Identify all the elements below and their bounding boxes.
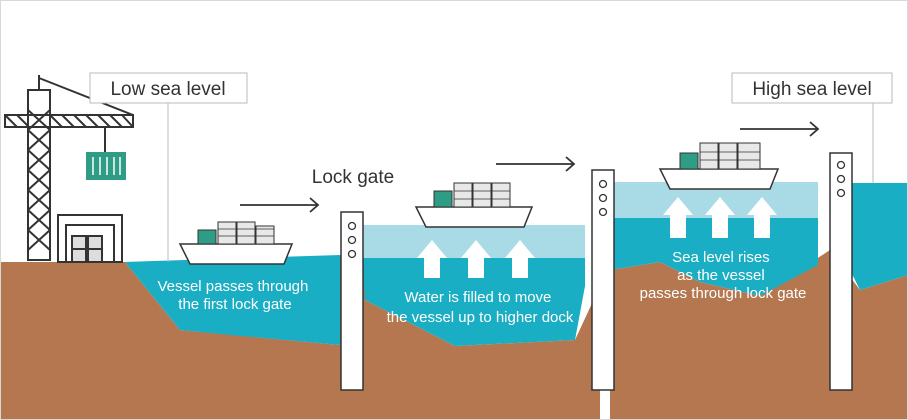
direction-arrow-icon	[496, 156, 576, 172]
up-arrow-icon	[747, 197, 777, 238]
lock-gate-1	[340, 211, 364, 391]
up-arrow-icon	[505, 240, 535, 278]
direction-arrow-icon	[240, 197, 320, 213]
caption-step3: Sea level rises as the vessel passes thr…	[640, 249, 807, 302]
ship-2-icon	[414, 182, 534, 228]
water-chamber	[362, 258, 585, 346]
ground	[0, 255, 365, 420]
lock-gate-label: Lock gate	[312, 167, 394, 188]
lock-gate-3	[829, 152, 853, 391]
up-arrow-icon	[705, 197, 735, 238]
water-sea	[850, 183, 908, 290]
water-rise-arrows	[417, 240, 535, 278]
ship-3-icon	[658, 142, 780, 190]
warehouse-icon	[57, 214, 123, 263]
up-arrow-icon	[461, 240, 491, 278]
lock-gate-2	[591, 169, 615, 391]
caption-step1: Vessel passes through the first lock gat…	[157, 278, 312, 313]
ground-middle	[365, 286, 600, 420]
water-low	[125, 255, 340, 345]
water-rise-arrows-high	[663, 197, 777, 238]
high-sea-level-label: High sea level	[731, 72, 893, 104]
crane-icon	[4, 75, 134, 261]
ship-1-icon	[178, 221, 294, 265]
svg-text:Low sea level: Low sea level	[110, 79, 225, 100]
container-icon	[86, 152, 126, 180]
direction-arrow-icon	[740, 121, 820, 137]
up-arrow-icon	[663, 197, 693, 238]
caption-step2: Water is filled to move the vessel up to…	[387, 289, 574, 326]
up-arrow-icon	[417, 240, 447, 278]
svg-text:High sea level: High sea level	[752, 79, 871, 100]
low-sea-level-label: Low sea level	[89, 72, 248, 104]
